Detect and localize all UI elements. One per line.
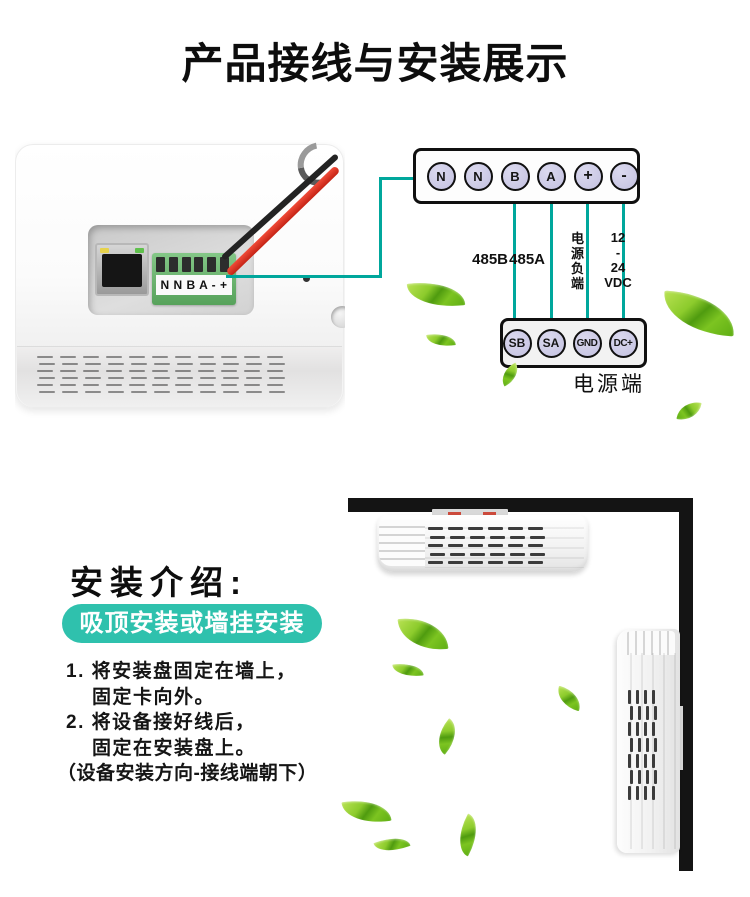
label-485a: 485A — [509, 251, 545, 268]
terminal-screw-slots — [156, 257, 233, 272]
case-hole — [303, 275, 310, 282]
terminal-n1: N — [426, 161, 456, 191]
label-power-end: 电源端 — [573, 372, 645, 396]
terminal-a: A — [536, 161, 566, 191]
terminal-block-label: N N B A - + — [156, 275, 232, 295]
callout-line-horizontal — [226, 275, 382, 278]
label-485b: 485B — [472, 251, 508, 268]
leaf-icon — [676, 399, 702, 423]
speaker-vent-grille — [37, 356, 297, 398]
screw-hole — [331, 306, 345, 328]
wire-line-a — [550, 204, 553, 318]
terminal-dcplus: DC+ — [608, 328, 638, 358]
device-terminal-strip: N N B A + - — [413, 148, 640, 204]
ceiling-mount-bracket — [432, 509, 508, 518]
leaf-icon — [450, 813, 486, 857]
install-steps: 1. 将安装盘固定在墙上， 固定卡向外。 2. 将设备接好线后， 固定在安装盘上… — [57, 659, 376, 787]
leaf-icon — [426, 331, 456, 349]
wall-mounted-device — [617, 629, 680, 853]
terminal-sa: SA — [536, 328, 566, 358]
ceiling-device-vents — [428, 527, 548, 567]
vdc-line-1: 12 — [610, 230, 626, 245]
install-step-2: 2. 将设备接好线后， — [66, 712, 256, 733]
wire-line-minus — [622, 204, 625, 318]
leaf-icon — [553, 685, 585, 712]
install-step-1-cont: 固定卡向外。 — [92, 686, 216, 708]
rj45-socket — [102, 254, 142, 287]
terminal-plus: + — [573, 161, 603, 191]
led-green-icon — [135, 248, 144, 253]
page-title: 产品接线与安装展示 — [181, 40, 569, 87]
install-orientation-note: （设备安装方向-接线端朝下） — [57, 763, 318, 784]
screw-terminal-block: N N B A - + — [152, 253, 236, 305]
callout-line-into-box — [379, 177, 416, 180]
rj45-port — [95, 243, 149, 296]
label-12-24-vdc: 12 - 24 VDC — [601, 230, 635, 290]
bracket-clip-icon — [483, 512, 496, 515]
terminal-n2: N — [463, 161, 493, 191]
vdc-line-4: VDC — [604, 275, 632, 290]
install-step-2-cont: 固定在安装盘上。 — [92, 737, 257, 759]
callout-line-vertical — [379, 177, 382, 278]
wire-line-plus — [586, 204, 589, 318]
vdc-line-3: 24 — [610, 260, 626, 275]
terminal-minus: - — [609, 161, 639, 191]
leaf-icon — [373, 831, 411, 858]
terminal-sb: SB — [502, 328, 532, 358]
terminal-gnd: GND — [572, 328, 602, 358]
install-step-1: 1. 将安装盘固定在墙上， — [66, 661, 297, 682]
wall-bar — [679, 498, 693, 871]
label-power-negative: 电源负端 — [570, 231, 584, 291]
ceiling-mounted-device — [377, 515, 588, 572]
install-intro-heading: 安装介绍: — [70, 564, 248, 601]
leaf-icon — [429, 718, 465, 755]
vdc-line-2: - — [615, 245, 621, 260]
terminal-b: B — [500, 161, 530, 191]
ceiling-device-louver — [379, 520, 425, 566]
led-yellow-icon — [100, 248, 109, 253]
leaf-icon — [406, 278, 466, 311]
leaf-icon — [341, 795, 392, 828]
wall-device-louver — [621, 631, 675, 655]
ceiling-bar — [348, 498, 693, 512]
leaf-icon — [397, 614, 449, 654]
device-back-photo: N N B A - + — [15, 140, 345, 420]
power-terminal-strip: SB SA GND DC+ — [500, 318, 647, 368]
wall-device-vents — [628, 690, 660, 802]
bracket-clip-icon — [448, 512, 461, 515]
install-method-badge: 吸顶安装或墙挂安装 — [62, 604, 322, 643]
wire-line-b — [513, 204, 516, 318]
leaf-icon — [392, 661, 424, 679]
leaf-icon — [661, 290, 737, 337]
